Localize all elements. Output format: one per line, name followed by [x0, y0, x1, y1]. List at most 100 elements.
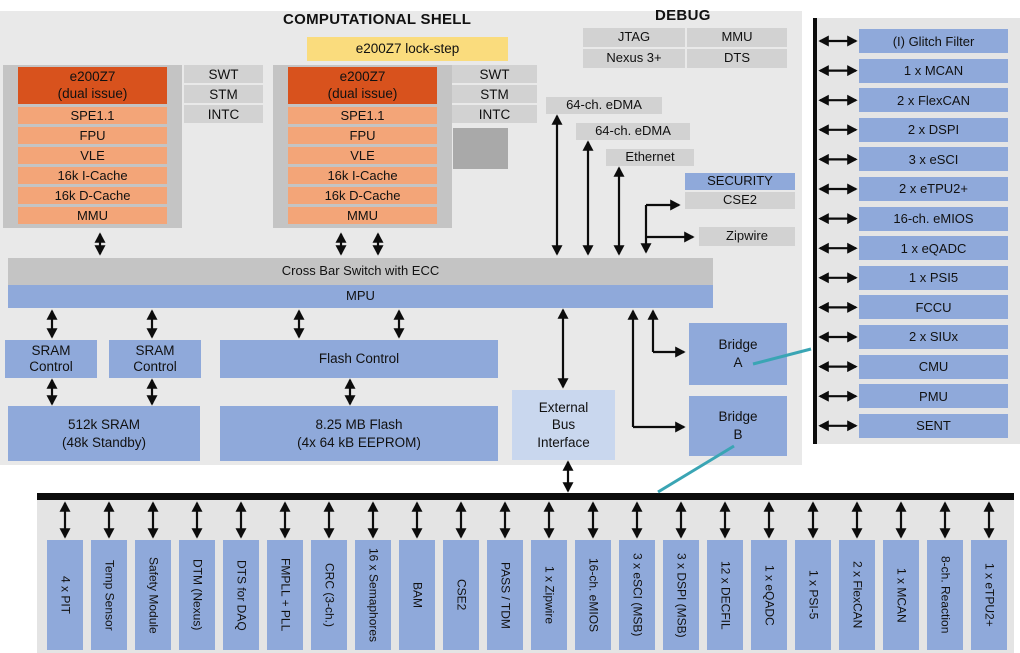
core-row-4: 16k D-Cache	[288, 187, 437, 204]
flash-block: 8.25 MB Flash (4x 64 kB EEPROM)	[220, 406, 498, 461]
right-item-10: 2 x SIUx	[859, 324, 1008, 349]
sram-control-1-line1: SRAM	[31, 343, 71, 359]
reserved-gray-block	[453, 128, 508, 169]
bottom-item-17: 1 x PSI-5	[795, 540, 831, 650]
ebi-line1: External	[538, 399, 589, 415]
security-header: SECURITY	[685, 173, 795, 190]
sram-block: 512k SRAM (48k Standby)	[8, 406, 200, 461]
debug-mmu: MMU	[687, 28, 787, 47]
core-row-5: MMU	[288, 207, 437, 224]
crossbar-block: Cross Bar Switch with ECC	[8, 258, 713, 285]
right-item-7: 1 x eQADC	[859, 236, 1008, 261]
edma-b-block: 64-ch. eDMA	[576, 123, 690, 140]
debug-nexus: Nexus 3+	[583, 49, 685, 68]
computational-shell-title: COMPUTATIONAL SHELL	[283, 11, 472, 28]
right-item-4: 3 x eSCI	[859, 147, 1008, 172]
bridge-a-line2: A	[733, 355, 743, 370]
bridge-a-line1: Bridge	[718, 337, 758, 353]
external-bus-interface: External Bus Interface	[512, 390, 615, 460]
lockstep-banner: e200Z7 lock-step	[307, 37, 508, 61]
core-row-0: SPE1.1	[288, 107, 437, 124]
core-2-name: e200Z7	[339, 68, 386, 84]
core-row-1: FPU	[288, 127, 437, 144]
bottom-item-12: 16-ch. eMIOS	[575, 540, 611, 650]
bottom-item-21: 1 x eTPU2+	[971, 540, 1007, 650]
core-row-3: 16k I-Cache	[18, 167, 167, 184]
bottom-item-15: 12 x DECFIL	[707, 540, 743, 650]
bottom-item-1: Temp Sensor	[91, 540, 127, 650]
mpu-block: MPU	[8, 285, 713, 308]
right-item-2: 2 x FlexCAN	[859, 88, 1008, 113]
debug-dts: DTS	[687, 49, 787, 68]
core-row-1: FPU	[18, 127, 167, 144]
core-1-side-modules: SWT STM INTC	[184, 65, 263, 123]
debug-jtag: JTAG	[583, 28, 685, 47]
core-2-title: e200Z7 (dual issue)	[288, 67, 437, 104]
core-2-subtitle: (dual issue)	[327, 85, 398, 101]
bottom-item-20: 8-ch. Reaction	[927, 540, 963, 650]
right-item-9: FCCU	[859, 295, 1008, 320]
flash-size: 8.25 MB Flash	[315, 416, 403, 432]
bottom-item-11: 1 x Zipwire	[531, 540, 567, 650]
ebi-line3: Interface	[537, 434, 590, 450]
bottom-item-16: 1 x eQADC	[751, 540, 787, 650]
bottom-item-10: PASS / TDM	[487, 540, 523, 650]
core-row-4: 16k D-Cache	[18, 187, 167, 204]
core-row-5: MMU	[18, 207, 167, 224]
core-2-side-modules: SWT STM INTC	[452, 65, 537, 123]
core-1-title: e200Z7 (dual issue)	[18, 67, 167, 104]
side-box-2: INTC	[452, 105, 537, 123]
right-item-6: 16-ch. eMIOS	[859, 206, 1008, 231]
right-item-5: 2 x eTPU2+	[859, 176, 1008, 201]
side-box-1: STM	[452, 85, 537, 103]
bottom-item-8: BAM	[399, 540, 435, 650]
sram-control-2-line2: Control	[133, 359, 177, 374]
bottom-item-2: Safety Module	[135, 540, 171, 650]
core-1-name: e200Z7	[69, 68, 116, 84]
side-box-2: INTC	[184, 105, 263, 123]
core-row-2: VLE	[288, 147, 437, 164]
sram-control-1-line2: Control	[29, 359, 73, 374]
bottom-item-6: CRC (3-ch.)	[311, 540, 347, 650]
right-item-8: 1 x PSI5	[859, 265, 1008, 290]
bottom-item-0: 4 x PIT	[47, 540, 83, 650]
bottom-item-3: DTM (Nexus)	[179, 540, 215, 650]
ebi-line2: Bus	[551, 417, 576, 433]
sram-control-2-line1: SRAM	[135, 343, 175, 359]
zipwire-block: Zipwire	[699, 227, 795, 246]
right-peripheral-list: (I) Glitch Filter 1 x MCAN 2 x FlexCAN 2 x …	[859, 29, 1008, 438]
bottom-item-14: 3 x DSPI (MSB)	[663, 540, 699, 650]
flash-eeprom: (4x 64 kB EEPROM)	[297, 434, 421, 450]
core-1-subtitle: (dual issue)	[57, 85, 128, 101]
right-item-11: CMU	[859, 354, 1008, 379]
peripheral-bus-bar	[37, 493, 1014, 500]
right-item-1: 1 x MCAN	[859, 58, 1008, 83]
bottom-item-7: 16 x Semaphores	[355, 540, 391, 650]
sram-standby: (48k Standby)	[61, 434, 147, 450]
right-item-13: SENT	[859, 413, 1008, 438]
bottom-item-18: 2 x FlexCAN	[839, 540, 875, 650]
flash-control: Flash Control	[220, 340, 498, 378]
cse2-block: CSE2	[685, 192, 795, 209]
bridge-a: Bridge A	[689, 323, 787, 385]
right-item-0: (I) Glitch Filter	[859, 29, 1008, 53]
core-row-2: VLE	[18, 147, 167, 164]
edma-a-block: 64-ch. eDMA	[546, 97, 662, 114]
core-row-3: 16k I-Cache	[288, 167, 437, 184]
sram-control-2: SRAM Control	[109, 340, 201, 378]
bottom-item-5: FMPLL + PLL	[267, 540, 303, 650]
ethernet-block: Ethernet	[606, 149, 694, 166]
side-box-0: SWT	[184, 65, 263, 83]
bridge-b-line1: Bridge	[718, 409, 758, 425]
bottom-item-19: 1 x MCAN	[883, 540, 919, 650]
sram-control-1: SRAM Control	[5, 340, 97, 378]
side-box-1: STM	[184, 85, 263, 103]
right-item-12: PMU	[859, 384, 1008, 409]
bridge-b-line2: B	[733, 427, 743, 442]
side-box-0: SWT	[452, 65, 537, 83]
sram-size: 512k SRAM	[67, 416, 141, 432]
bottom-item-13: 3 x eSCI (MSB)	[619, 540, 655, 650]
